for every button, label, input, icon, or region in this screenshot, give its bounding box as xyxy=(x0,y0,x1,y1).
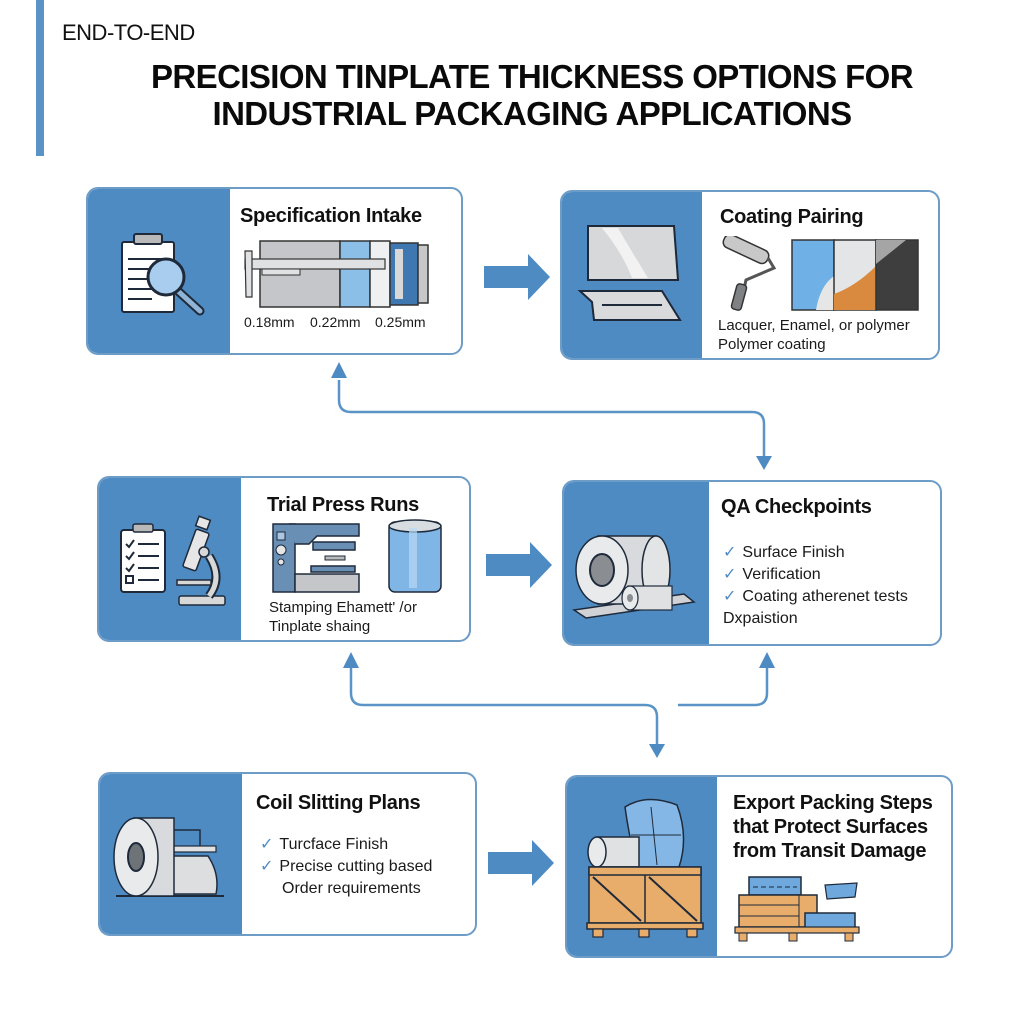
card-icon-panel xyxy=(562,192,702,358)
card-coil-slitting-plans: Coil Slitting Plans ✓Turcface Finish ✓Pr… xyxy=(98,772,477,936)
card-trial-press-runs: Trial Press Runs Stamping Ehamett' /or T… xyxy=(97,476,471,642)
card-qa-checkpoints: QA Checkpoints ✓Surface Finish ✓Verifica… xyxy=(562,480,942,646)
checklist-item: ✓Coating atherenet tests xyxy=(723,588,908,605)
arrowhead-up-trial xyxy=(343,652,359,668)
check-icon: ✓ xyxy=(260,836,274,853)
slit-coil-icon xyxy=(113,817,224,897)
card-content: Specification Intake 0.18mm 0.22mm 0.25m… xyxy=(230,189,461,353)
card-content: Coil Slitting Plans ✓Turcface Finish ✓Pr… xyxy=(242,774,475,934)
check-icon: ✓ xyxy=(723,566,737,583)
card-title: Trial Press Runs xyxy=(267,494,419,516)
card-content: QA Checkpoints ✓Surface Finish ✓Verifica… xyxy=(709,482,940,644)
card-icon-panel xyxy=(564,482,709,644)
card-title: Coating Pairing xyxy=(720,206,864,228)
wrapped-pallet-icon xyxy=(734,876,860,942)
card-title: Export Packing Steps that Protect Surfac… xyxy=(733,791,933,863)
check-icon: ✓ xyxy=(723,544,737,561)
thickness-label-018: 0.18mm xyxy=(244,314,295,330)
description-line-1: Stamping Ehamett' /or xyxy=(269,599,417,616)
loop-connector-middle xyxy=(349,668,659,745)
checklist: ✓Turcface Finish ✓Precise cutting based … xyxy=(260,834,432,900)
card-content: Coating Pairing Lacquer, Enamel, or poly… xyxy=(702,192,938,358)
paint-roller-swatches-icon xyxy=(722,236,919,311)
check-icon: ✓ xyxy=(723,588,737,605)
eyebrow-label: END-TO-END xyxy=(62,20,195,45)
page-title: PRECISION TINPLATE THICKNESS OPTIONS FOR… xyxy=(60,58,1004,132)
checklist-extra: Order requirements xyxy=(282,880,421,897)
tinplate-sheets-icon xyxy=(577,225,682,321)
card-description: Stamping Ehamett' /or Tinplate shaing xyxy=(269,598,417,636)
checklist-item: ✓Precise cutting based xyxy=(260,858,433,875)
checklist-item: ✓Verification xyxy=(723,566,821,583)
arrow-slitting-to-export xyxy=(488,840,554,886)
checklist-microscope-icon xyxy=(120,515,226,606)
description-line-2: Polymer coating xyxy=(718,336,826,353)
card-title: Coil Slitting Plans xyxy=(256,792,421,814)
description-line-1: Lacquer, Enamel, or polymer xyxy=(718,317,910,334)
arrowhead-down-export xyxy=(649,744,665,758)
arrow-spec-to-coating xyxy=(484,254,550,300)
card-icon-panel xyxy=(88,189,230,353)
card-title: QA Checkpoints xyxy=(721,496,872,518)
stamping-press-can-icon xyxy=(272,519,442,593)
loop-connector-top xyxy=(337,380,766,460)
description-line-2: Tinplate shaing xyxy=(269,618,371,635)
checklist-item: ✓Turcface Finish xyxy=(260,836,389,853)
title-line-1: PRECISION TINPLATE THICKNESS OPTIONS FOR xyxy=(151,58,914,95)
checklist-item: ✓Surface Finish xyxy=(723,544,845,561)
card-icon-panel xyxy=(100,774,242,934)
clipboard-magnifier-icon xyxy=(121,233,205,316)
card-title: Specification Intake xyxy=(240,205,422,227)
title-line-1: Export Packing Steps xyxy=(733,792,933,814)
card-content: Export Packing Steps that Protect Surfac… xyxy=(717,777,951,956)
check-icon: ✓ xyxy=(260,858,274,875)
title-line-3: from Transit Damage xyxy=(733,840,927,862)
thickness-label-022: 0.22mm xyxy=(310,314,361,330)
arrowhead-up-qa xyxy=(759,652,775,668)
card-description: Lacquer, Enamel, or polymer Polymer coat… xyxy=(718,316,910,354)
card-icon-panel xyxy=(99,478,241,640)
accent-bar xyxy=(36,0,44,156)
thickness-label-025: 0.25mm xyxy=(375,314,426,330)
card-icon-panel xyxy=(567,777,717,956)
caliper-thickness-gauge-icon xyxy=(244,240,429,308)
checklist: ✓Surface Finish ✓Verification ✓Coating a… xyxy=(723,542,908,630)
card-coating-pairing: Coating Pairing Lacquer, Enamel, or poly… xyxy=(560,190,940,360)
card-content: Trial Press Runs Stamping Ehamett' /or T… xyxy=(241,478,469,640)
steel-coil-icon xyxy=(571,535,696,619)
arrowhead-down-qa xyxy=(756,456,772,470)
loop-connector-right xyxy=(678,668,769,707)
checklist-extra: Dxpaistion xyxy=(723,610,798,627)
title-line-2: INDUSTRIAL PACKAGING APPLICATIONS xyxy=(212,95,853,132)
card-export-packing: Export Packing Steps that Protect Surfac… xyxy=(565,775,953,958)
arrowhead-up-spec xyxy=(331,362,347,378)
arrow-trial-to-qa xyxy=(486,542,552,588)
card-specification-intake: Specification Intake 0.18mm 0.22mm 0.25m… xyxy=(86,187,463,355)
crate-pallet-icon xyxy=(586,798,704,938)
title-line-2: that Protect Surfaces xyxy=(733,816,928,838)
